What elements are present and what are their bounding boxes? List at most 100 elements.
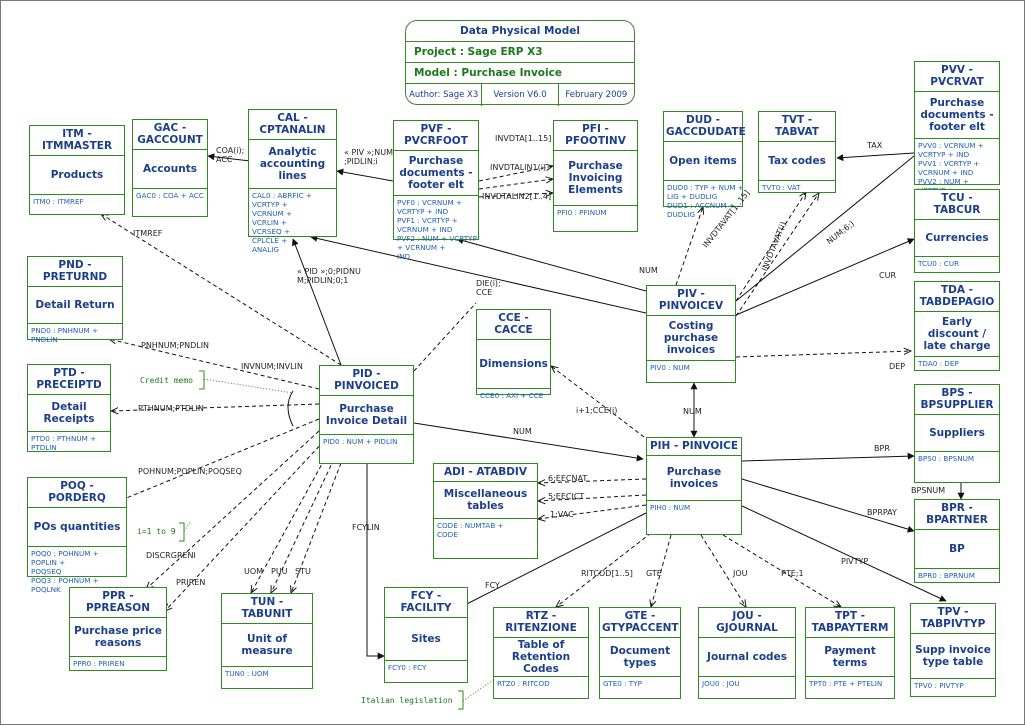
entity-title: PVF - PVCRFOOT — [394, 121, 478, 151]
author-label: Author: Sage X3 — [406, 84, 483, 106]
entity-keys: JOU0 : JOU — [699, 677, 795, 690]
entity-key-line: VCRNUM + — [252, 209, 293, 218]
rel-label-cur: CUR — [879, 271, 896, 280]
link-piv-cal — [310, 234, 647, 314]
entity-key-line: LIG + DUDLIG — [667, 192, 718, 201]
entity-title: GAC - GACCOUNT — [133, 120, 207, 150]
rel-label-fcylin: FCYLIN — [352, 523, 380, 532]
entity-description: Payment terms — [806, 638, 894, 677]
entity-key-line: ANALIG — [252, 245, 279, 254]
entity-title: PND - PRETURND — [28, 257, 122, 287]
entity-keys: TVT0 : VAT — [759, 181, 835, 194]
entity-description: Currencies — [915, 220, 999, 257]
rel-label-num-pih: NUM — [513, 427, 532, 436]
entity-title: GTE - GTYPACCENT — [600, 608, 680, 638]
exclusive-arc — [287, 390, 294, 427]
rel-label-pohnum: POHNUM;POPLIN;POQSEQ — [138, 467, 242, 476]
entity-description: Purchase invoices — [647, 456, 741, 501]
entity-description: Dimensions — [477, 340, 550, 389]
entity-title: ADI - ATABDIV — [434, 464, 537, 482]
note-italian-legislation: Italian legislation — [361, 696, 453, 705]
entity-key-line: TDA0 : DEP — [918, 359, 959, 368]
entity-key-line: ITM0 : ITMREF — [33, 197, 84, 206]
entity-description: Suppliers — [915, 415, 999, 452]
rel-label-bpsnum: BPSNUM — [911, 486, 946, 495]
link-pih-jou — [700, 534, 746, 607]
entity-key-line: VCRLIN + — [252, 218, 287, 227]
entity-key-line: VCRSEQ + — [252, 227, 290, 236]
rel-label-die-cce: DIE(i);CCE — [476, 279, 501, 297]
note-i-range: i=1 to 9 — [137, 527, 176, 536]
link-pvf-pfi-1 — [478, 166, 553, 182]
note-link-credit-memo — [203, 378, 294, 394]
link-pih-fcy — [452, 512, 647, 612]
entity-keys: PPR0 : PRIREN — [70, 657, 166, 670]
entity-key-line: CCE0 : AXI + CCE — [480, 391, 544, 400]
entity-key-line: TVT0 : VAT — [762, 183, 801, 192]
entity-key-line: VCRTYP + — [252, 200, 288, 209]
rel-label-num-pivpih: NUM — [683, 407, 702, 416]
rel-label-itmref: ITMREF — [133, 229, 163, 238]
entity-keys: PIV0 : NUM — [647, 361, 735, 374]
rel-label-uom: UOM — [244, 567, 264, 576]
rel-label-pnhnum: PNHNUM;PNDLIN — [141, 341, 210, 350]
rel-label-fcy: FCY — [485, 581, 500, 590]
rel-label-vac: 1;VAC — [550, 510, 574, 519]
entity-key-line: PVF2 : NUM + VCRTYP — [397, 234, 477, 243]
entity-title: PIH - PINVOICE — [647, 438, 741, 456]
entity-title: RTZ - RITENZIONE — [494, 608, 588, 638]
entity-keys: TCU0 : CUR — [915, 257, 999, 270]
date-label: February 2009 — [565, 90, 628, 100]
note-bracket-italian — [458, 690, 464, 710]
entity-keys: PIH0 : NUM — [647, 501, 741, 514]
rel-label-eecnat: 6;EECNAT — [548, 474, 588, 483]
note-link-i-range — [183, 520, 192, 532]
entity-title: TUN - TABUNIT — [222, 594, 312, 624]
entity-keys: FCY0 : FCY — [385, 661, 467, 674]
rel-label-invdtalin1: INVDTALIN1(i) — [490, 163, 547, 172]
entity-description: BP — [915, 530, 999, 569]
link-pih-bpr — [741, 478, 915, 533]
entity-description: Tax codes — [759, 142, 835, 181]
link-pid-tun-1 — [251, 452, 329, 593]
link-pid-cce — [413, 302, 477, 372]
entity-key-line: PVV2 : NUM + — [918, 177, 969, 186]
entity-key-line: PVV1 : VCRTYP + — [918, 159, 980, 168]
entity-description: Detail Return — [28, 287, 122, 324]
rel-label-invdta: INVDTA[1..15] — [495, 134, 552, 143]
entity-description: POs quantities — [28, 508, 126, 547]
entity-key-line: CAL0 : ABRFIC + — [252, 191, 312, 200]
note-credit-memo: Credit memo — [140, 376, 193, 385]
entity-key-line: POQLNK — [31, 585, 61, 594]
entity-title: CAL - CPTANALIN — [249, 110, 336, 140]
title-block: Data Physical Model Project : Sage ERP X… — [405, 20, 635, 106]
entity-keys: TUN0 : UOM — [222, 667, 312, 680]
entity-title: PIV - PINVOICEV — [647, 286, 735, 316]
entity-key-line: TUN0 : UOM — [225, 669, 269, 678]
entity-keys: GAC0 : COA + ACC — [133, 189, 207, 202]
entity-key-line: TPV0 : PIVTYP — [914, 681, 964, 690]
rel-label-bprpay: BPRPAY — [867, 508, 897, 517]
entity-keys: GTE0 : TYP — [600, 677, 680, 690]
link-pih-rtz — [556, 532, 652, 607]
entity-key-line: DUD1 : ACCNUM + — [667, 201, 735, 210]
version-label: Version V6.0 — [482, 84, 559, 106]
entity-key-line: PND0 : PNHNUM + — [31, 326, 99, 335]
entity-key-line: PVF1 : VCRTYP + — [397, 216, 458, 225]
entity-keys: CAL0 : ABRFIC +VCRTYP +VCRNUM +VCRLIN +V… — [249, 189, 336, 256]
rel-label-dep: DEP — [889, 362, 906, 371]
rel-label-ritcod: RITCOD[1..5] — [581, 569, 633, 578]
entity-title: FCY - FACILITY — [385, 588, 467, 618]
entity-keys: PND0 : PNHNUM +PNDLIN — [28, 324, 122, 346]
